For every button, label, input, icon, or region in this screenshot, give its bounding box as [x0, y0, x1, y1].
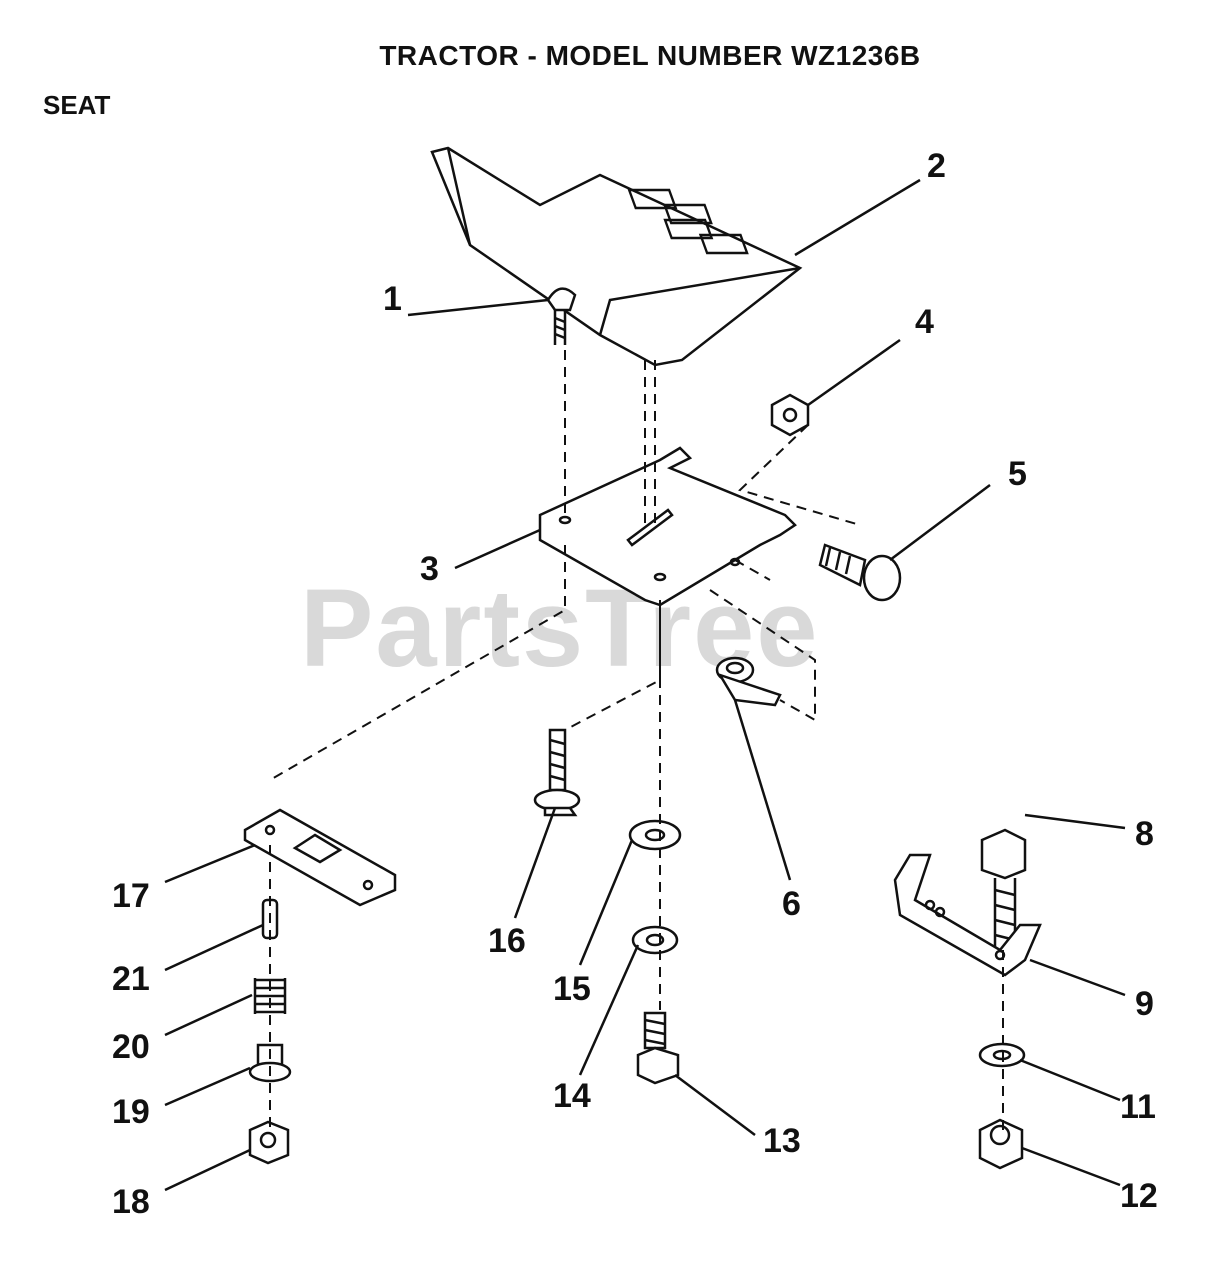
callout-17: 17 [112, 877, 150, 915]
callout-5: 5 [1008, 455, 1027, 493]
callout-4: 4 [915, 303, 934, 341]
lock-nut-part[interactable] [978, 1118, 1024, 1170]
seat-part[interactable] [430, 146, 803, 367]
callout-21: 21 [112, 960, 150, 998]
seat-pan-part[interactable] [538, 446, 797, 607]
washer-14-part[interactable] [631, 925, 679, 955]
callout-11: 11 [1120, 1088, 1156, 1126]
washer-15-part[interactable] [628, 819, 682, 851]
section-label: SEAT [43, 90, 111, 120]
bolt-part[interactable] [818, 543, 902, 602]
bolt-13-part[interactable] [636, 1011, 680, 1085]
bolt-16-part[interactable] [533, 728, 581, 817]
latch-plate-part[interactable] [243, 808, 397, 907]
callout-8: 8 [1135, 815, 1154, 853]
callout-14: 14 [553, 1077, 591, 1115]
callout-9: 9 [1135, 985, 1154, 1023]
callout-15: 15 [553, 970, 591, 1008]
callout-2: 2 [927, 147, 946, 185]
callout-1: 1 [383, 280, 402, 318]
callout-19: 19 [112, 1093, 150, 1131]
callout-12: 12 [1120, 1177, 1158, 1215]
clip-part[interactable] [715, 656, 782, 707]
carriage-bolt-part[interactable] [546, 287, 577, 345]
page-title: TRACTOR - MODEL NUMBER WZ1236B [379, 40, 921, 71]
callout-20: 20 [112, 1028, 150, 1066]
callout-3: 3 [420, 550, 439, 588]
callout-13: 13 [763, 1122, 801, 1160]
callout-16: 16 [488, 922, 526, 960]
callout-18: 18 [112, 1183, 150, 1221]
callout-6: 6 [782, 885, 801, 923]
hex-bolt-part[interactable] [980, 828, 1027, 950]
flange-nut-part[interactable] [248, 1120, 290, 1165]
